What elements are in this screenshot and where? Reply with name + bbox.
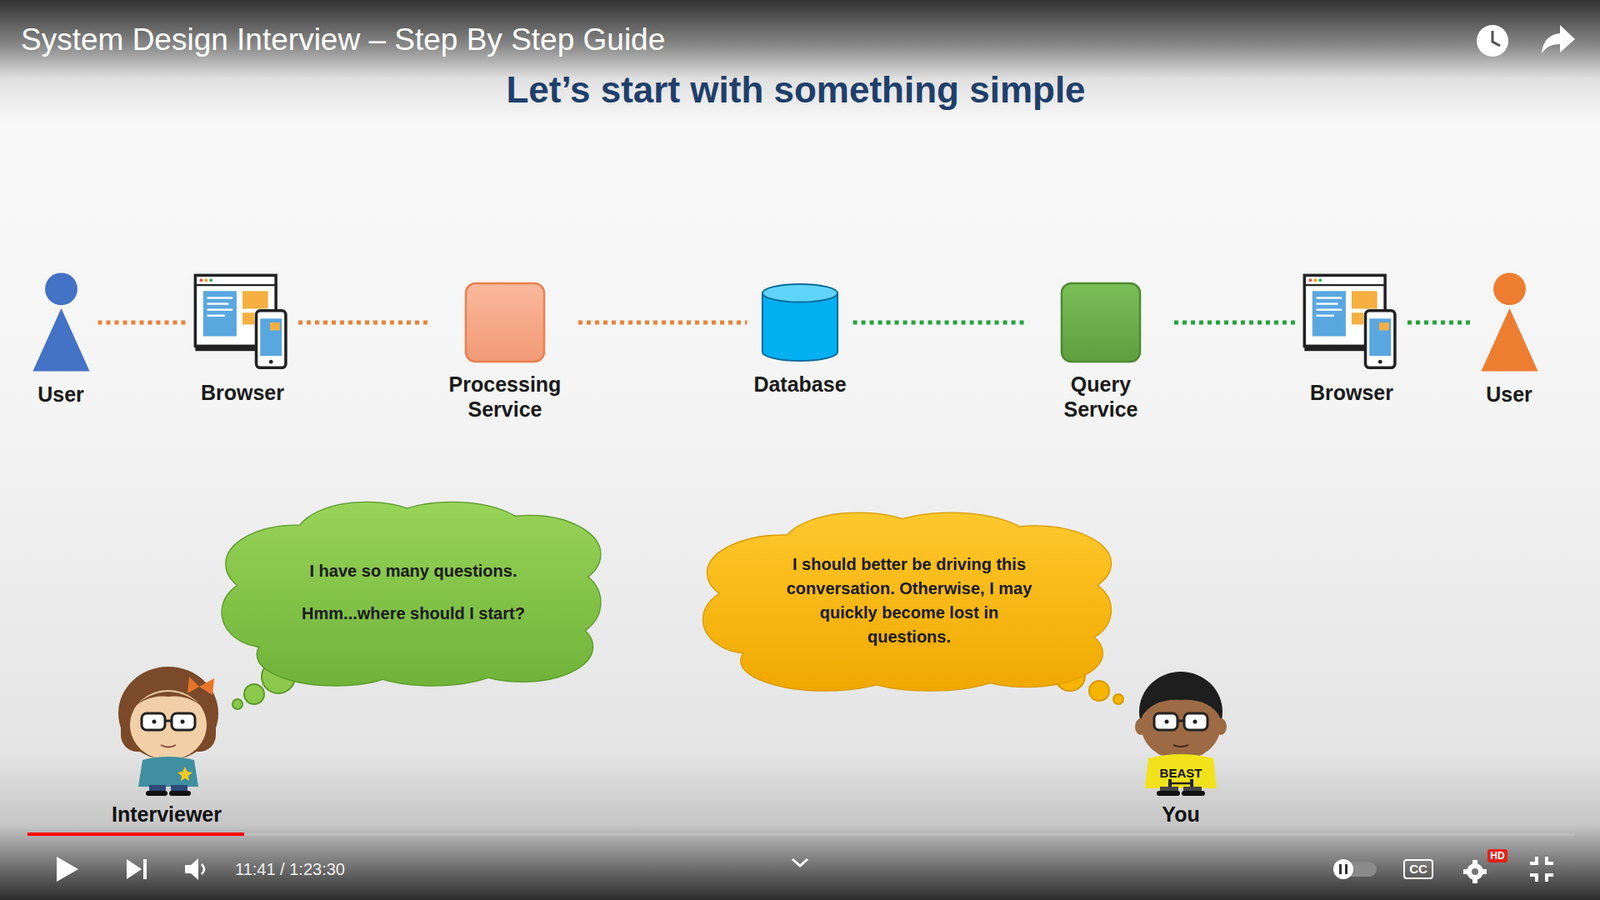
browser-icon xyxy=(193,273,292,372)
cc-button: CC xyxy=(1403,859,1434,880)
thought-cloud: I should better be driving this conversa… xyxy=(699,507,1120,695)
thought-cloud: I have so many questions. Hmm...where sho… xyxy=(218,496,609,690)
settings-icon xyxy=(1463,860,1487,884)
progress-played xyxy=(27,832,245,836)
progress-track xyxy=(27,832,1575,836)
thought-text: I have so many questions. xyxy=(292,559,535,584)
user-icon xyxy=(1479,271,1540,374)
dotted-connector xyxy=(1407,320,1473,325)
node-icon xyxy=(1302,273,1401,372)
service-node: Processing Service xyxy=(438,281,572,422)
user-node: User xyxy=(1479,271,1540,407)
node-label: Browser xyxy=(200,380,285,405)
volume-icon xyxy=(185,858,205,880)
play-icon xyxy=(56,856,79,882)
service-box xyxy=(1060,281,1142,364)
bottom-shade xyxy=(0,750,1600,900)
thought-text: Hmm...where should I start? xyxy=(292,601,535,626)
browser-icon xyxy=(1302,273,1401,372)
node-label: User xyxy=(37,381,85,407)
user-icon xyxy=(30,271,92,374)
share-icon xyxy=(1541,25,1575,54)
dotted-connector xyxy=(578,320,747,325)
node-icon xyxy=(1060,281,1142,364)
service-node: Query Service xyxy=(1034,281,1168,422)
cloud-text: I should better be driving this conversa… xyxy=(780,552,1039,650)
interviewer-figure xyxy=(118,666,219,796)
top-shade xyxy=(0,0,1600,125)
autoplay-toggle xyxy=(1333,859,1377,880)
next-icon xyxy=(126,859,147,880)
node-label: Query Service xyxy=(1034,371,1168,422)
node-icon xyxy=(1479,271,1540,374)
cloud-text: I have so many questions. Hmm...where sho… xyxy=(292,559,535,626)
watch-later-icon xyxy=(1476,25,1509,57)
exit-fullscreen-icon xyxy=(1530,856,1554,882)
user-node: User xyxy=(30,271,92,407)
shirt-text: BEAST xyxy=(1160,766,1203,780)
chevron-icon xyxy=(792,859,808,866)
dotted-connector xyxy=(98,320,188,325)
service-box xyxy=(464,281,546,364)
dotted-connector xyxy=(1174,320,1296,325)
slide-title: Let’s start with something simple xyxy=(505,68,1085,113)
browser-node: Browser xyxy=(193,273,292,405)
node-label: Processing Service xyxy=(438,371,572,422)
node-label: User xyxy=(1485,381,1533,407)
node-label: Browser xyxy=(1310,380,1394,405)
character-name: You xyxy=(1161,803,1200,827)
video-time: 11:41 / 1:23:30 xyxy=(235,859,345,880)
video-title: System Design Interview – Step By Step G… xyxy=(20,22,665,59)
candidate-figure xyxy=(1135,671,1227,796)
node-label: Database xyxy=(753,371,846,397)
node-icon xyxy=(30,271,92,374)
node-icon xyxy=(193,273,292,372)
node-icon xyxy=(759,281,841,364)
database-node: Database xyxy=(753,281,846,397)
browser-node: Browser xyxy=(1302,273,1401,405)
node-icon xyxy=(464,281,546,364)
character-name: Interviewer xyxy=(111,803,222,827)
thought-cloud-shape xyxy=(218,496,609,690)
hd-badge: HD xyxy=(1487,849,1507,863)
thought-text: I should better be driving this conversa… xyxy=(780,552,1039,650)
dotted-connector xyxy=(298,320,432,325)
thought-cloud-shape xyxy=(699,507,1120,695)
dotted-connector xyxy=(853,320,1028,325)
database-cylinder xyxy=(759,281,841,364)
